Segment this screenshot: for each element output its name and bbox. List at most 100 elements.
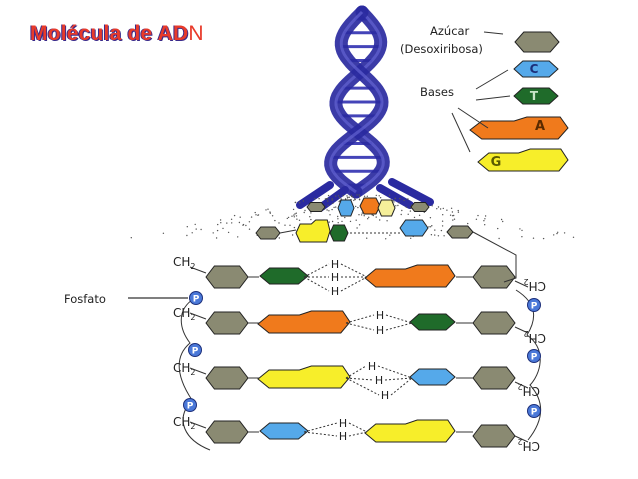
speckle bbox=[378, 195, 380, 197]
speckle bbox=[294, 213, 296, 215]
speckle bbox=[553, 234, 555, 236]
speckle bbox=[434, 234, 436, 236]
speckle bbox=[338, 196, 341, 199]
speckle bbox=[360, 214, 363, 216]
speckle bbox=[449, 214, 452, 216]
speckle bbox=[250, 216, 253, 218]
speckle bbox=[327, 198, 329, 200]
speckle bbox=[475, 218, 478, 220]
speckle bbox=[379, 197, 382, 199]
sugar-ch2-bond bbox=[514, 381, 529, 389]
speckle bbox=[457, 209, 459, 212]
speckle bbox=[436, 208, 438, 210]
speckle bbox=[375, 194, 377, 197]
speckle bbox=[451, 211, 454, 213]
speckle bbox=[356, 227, 358, 229]
ch2-text: CH2 bbox=[524, 277, 547, 293]
speckle bbox=[358, 214, 360, 216]
speckle bbox=[405, 206, 407, 208]
hydrogen-label: H bbox=[331, 285, 339, 298]
speckle bbox=[331, 198, 333, 200]
speckle bbox=[430, 234, 433, 236]
speckle bbox=[351, 195, 353, 198]
ch2-group-left: CH2 bbox=[173, 415, 196, 431]
base-a bbox=[359, 197, 381, 215]
speckle bbox=[328, 221, 330, 223]
speckle bbox=[542, 237, 545, 240]
hydrogen-label: H bbox=[376, 324, 384, 337]
speckle bbox=[352, 196, 354, 198]
speckle bbox=[394, 197, 396, 200]
speckle bbox=[346, 195, 348, 197]
speckle bbox=[450, 207, 453, 209]
speckle bbox=[335, 206, 337, 208]
speckle bbox=[318, 198, 320, 200]
sugar-pentagon bbox=[446, 225, 474, 239]
speckle bbox=[327, 204, 329, 207]
speckle bbox=[328, 210, 330, 212]
speckle bbox=[355, 205, 357, 208]
speckle bbox=[269, 211, 271, 213]
speckle bbox=[356, 194, 358, 196]
speckle bbox=[446, 209, 448, 211]
speckle bbox=[265, 209, 267, 211]
speckle bbox=[429, 217, 432, 219]
speckle bbox=[358, 224, 361, 226]
speckle bbox=[418, 214, 421, 216]
speckle bbox=[303, 211, 305, 214]
phosphate-letter: P bbox=[531, 408, 538, 418]
speckle bbox=[217, 223, 219, 226]
speckle bbox=[238, 221, 241, 224]
speckle bbox=[521, 229, 523, 232]
speckle bbox=[437, 235, 440, 237]
bond-line bbox=[279, 229, 297, 234]
sugar-pentagon bbox=[472, 265, 516, 289]
speckle bbox=[371, 214, 373, 216]
speckle bbox=[298, 201, 301, 204]
speckle bbox=[329, 214, 331, 216]
legend-letter-t: T bbox=[530, 89, 539, 103]
sugar-pentagon bbox=[306, 202, 326, 212]
speckle bbox=[498, 237, 500, 240]
speckle bbox=[532, 237, 535, 239]
speckle bbox=[442, 214, 444, 216]
speckle bbox=[379, 219, 381, 221]
phosphate-right bbox=[527, 404, 541, 418]
helix-fan bbox=[130, 194, 575, 240]
hydrogen-bond bbox=[385, 322, 413, 331]
hydrogen-label: H bbox=[331, 258, 339, 271]
phosphate-right bbox=[527, 349, 541, 363]
speckle bbox=[519, 228, 521, 230]
speckle bbox=[556, 232, 558, 235]
speckle bbox=[398, 202, 400, 204]
hydrogen-bond bbox=[303, 422, 338, 433]
speckle bbox=[358, 194, 360, 196]
speckle bbox=[467, 222, 469, 225]
base-t bbox=[409, 313, 456, 331]
hydrogen-bond bbox=[385, 314, 413, 324]
speckle bbox=[385, 238, 387, 240]
speckle bbox=[212, 232, 214, 234]
hydrogen-bond bbox=[303, 263, 330, 278]
speckle bbox=[457, 211, 460, 213]
hydrogen-label: H bbox=[339, 417, 347, 430]
speckle bbox=[375, 216, 377, 218]
speckle bbox=[291, 234, 294, 236]
speckle bbox=[477, 214, 479, 217]
speckle bbox=[245, 224, 247, 227]
speckle bbox=[295, 215, 298, 217]
hydrogen-bond bbox=[345, 322, 375, 331]
speckle bbox=[230, 218, 233, 220]
ch2-text: CH2 bbox=[173, 306, 196, 322]
speckle bbox=[344, 198, 347, 200]
speckle bbox=[325, 198, 328, 200]
backbone-left bbox=[178, 297, 211, 451]
speckle bbox=[242, 223, 245, 226]
legend-base-a bbox=[469, 116, 569, 140]
base-t bbox=[329, 224, 349, 242]
speckle bbox=[314, 198, 316, 200]
speckle bbox=[219, 219, 222, 221]
speckle bbox=[353, 199, 355, 202]
sugar-pentagon bbox=[472, 311, 516, 335]
speckle bbox=[293, 226, 296, 229]
